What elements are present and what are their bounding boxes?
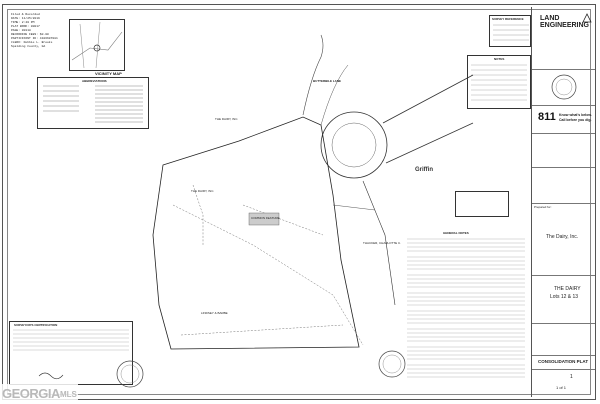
certification-text	[13, 329, 129, 380]
plat-sheet: Filed & Recorded DATE: 11/25/2019 TIME: …	[2, 4, 596, 400]
surveyor-signature	[38, 372, 64, 380]
call-811-line2: Call before you dig.	[559, 118, 592, 122]
recording-line: PAGE: 00118	[11, 29, 31, 32]
approval-box	[455, 191, 509, 217]
vicinity-map-drawing	[71, 21, 123, 69]
lot-line-east	[332, 204, 376, 211]
recording-line: RECORDING FEES: $0.00	[11, 33, 49, 36]
firm-name: LAND ENGINEERING	[540, 15, 589, 29]
call-811-number: 811	[538, 111, 556, 123]
easement-line	[180, 324, 344, 336]
road-curve-2	[320, 64, 349, 126]
notes-lines	[471, 64, 527, 101]
recording-line: CLERK: Debbie L. Brooks	[11, 41, 53, 44]
notes-title: NOTES	[494, 57, 505, 61]
title-divider	[532, 275, 595, 276]
legend-title: ABBREVIATIONS	[82, 79, 107, 83]
survey-reference-lines	[493, 24, 529, 41]
vicinity-map	[69, 19, 125, 71]
lot-label: THE DAIRY, INC.	[191, 189, 215, 193]
easement-line	[192, 184, 204, 245]
recording-line: TIME: 2:40 PM	[11, 21, 35, 24]
notes-box: NOTES	[467, 55, 531, 109]
sheet-of: 1 of 1	[556, 385, 567, 390]
griffin-logo: Griffin	[415, 167, 433, 173]
engineer-seal	[378, 350, 406, 378]
plat-drawing	[152, 34, 474, 350]
client-label: Prepared for:	[534, 205, 552, 209]
title-block: LAND ENGINEERING 811 Know what's below. …	[531, 7, 595, 397]
title-divider	[532, 167, 595, 168]
lot-line-right	[362, 180, 396, 306]
recording-line: Spalding County, GA	[11, 45, 46, 48]
legend-symbols	[43, 85, 143, 123]
title-divider	[532, 369, 595, 370]
recording-line: PARTICIPANT ID: 4106607081	[11, 37, 58, 40]
firm-stamp	[551, 74, 577, 100]
lot-label: THE DAIRY, INC.	[215, 117, 239, 121]
road-curve	[302, 34, 324, 116]
property-boundary	[152, 116, 360, 350]
easement-line	[172, 204, 364, 346]
title-divider	[532, 203, 595, 204]
title-divider	[532, 323, 595, 324]
project-title: THE DAIRY	[554, 286, 581, 292]
easement-line	[242, 204, 324, 236]
general-notes-box: GENERAL NOTES	[405, 231, 529, 387]
watermark-text: GEORGIA	[2, 386, 60, 401]
recording-block: Filed & Recorded DATE: 11/25/2019 TIME: …	[11, 13, 71, 49]
georgia-mls-watermark: GEORGIA MLS	[0, 384, 78, 404]
recording-line: Filed & Recorded	[11, 13, 40, 16]
lot-label: THACKER, CHARLOTTE C.	[363, 241, 402, 245]
lot-label: LINDSEY & BARBE	[201, 311, 228, 315]
title-divider	[532, 133, 595, 134]
road-edge-south	[385, 122, 474, 164]
common-feature-area	[248, 212, 280, 226]
general-notes-title: GENERAL NOTES	[443, 231, 469, 235]
sheet-title: CONSOLIDATION PLAT	[538, 359, 589, 364]
title-divider	[532, 355, 595, 356]
call-811-line1: Know what's below.	[559, 113, 592, 117]
project-lots: Lots 12 & 13	[550, 294, 579, 300]
vicinity-map-label: VICINITY MAP	[95, 71, 122, 76]
survey-reference-title: SURVEY REFERENCE	[492, 17, 524, 21]
surveyor-seal	[116, 360, 144, 388]
client-name: The Dairy, Inc.	[546, 234, 579, 240]
survey-reference-box: SURVEY REFERENCE	[489, 15, 531, 47]
firm-name-line2: ENGINEERING	[540, 22, 590, 29]
road-edge-north	[382, 74, 474, 124]
firm-name-line1: LAND	[540, 15, 560, 22]
recording-line: PLAT BOOK: 00017	[11, 25, 40, 28]
firm-logo-icon	[582, 13, 592, 23]
title-divider	[532, 69, 595, 70]
legend-box: ABBREVIATIONS	[37, 77, 149, 129]
watermark-sub: MLS	[60, 390, 77, 399]
title-divider	[532, 105, 595, 106]
street-label: BUTTERBILE LANE	[313, 79, 341, 83]
sheet-number: 1	[570, 374, 573, 380]
lot-label: COMMON FEATURE	[251, 216, 280, 220]
cul-de-sac-outer	[320, 111, 388, 179]
sheet-border	[7, 9, 591, 395]
cul-de-sac-inner	[331, 122, 377, 168]
certification-title: SURVEYOR'S CERTIFICATION	[14, 323, 58, 327]
recording-line: DATE: 11/25/2019	[11, 17, 40, 20]
general-notes-text	[407, 238, 525, 378]
